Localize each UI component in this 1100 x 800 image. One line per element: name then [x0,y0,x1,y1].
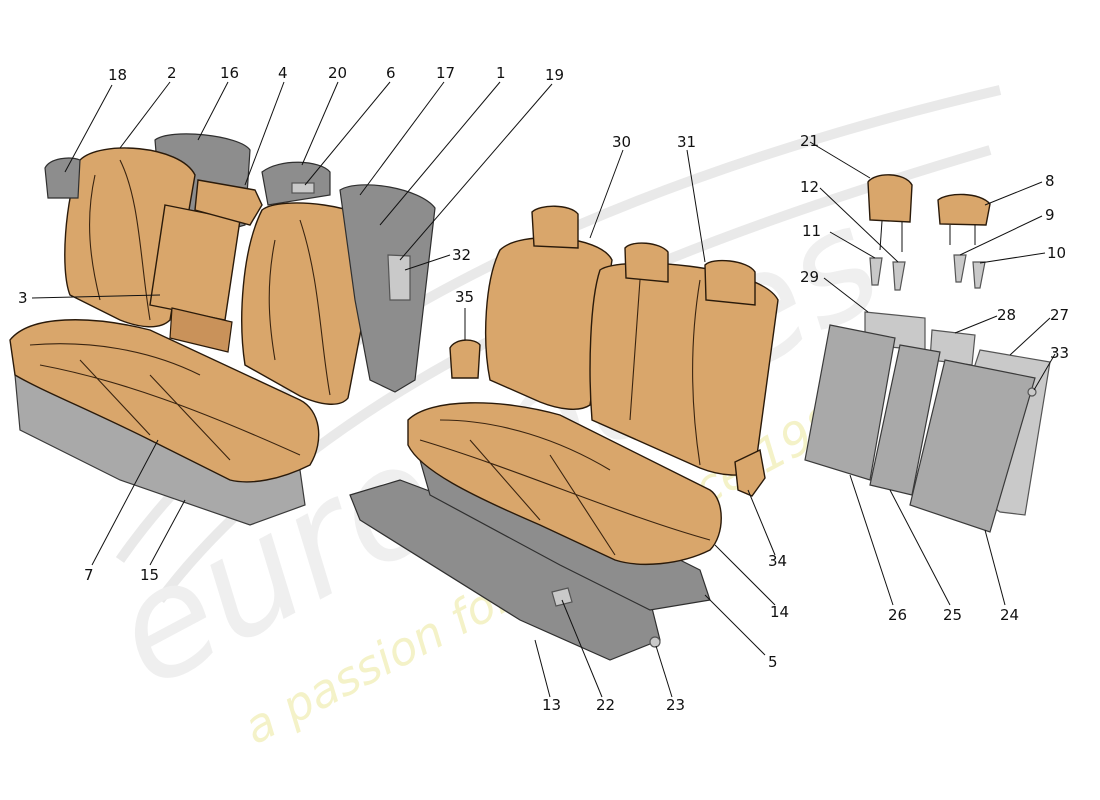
part-35-trim[interactable] [449,339,481,379]
part-32-release-handle[interactable] [387,254,411,301]
callout-10: 10 [1047,244,1066,262]
part-4-armrest-top[interactable] [194,179,263,226]
callout-13: 13 [542,696,561,714]
callout-4: 4 [278,64,288,82]
callout-18: 18 [108,66,127,84]
callout-24: 24 [1000,606,1019,624]
callout-19: 19 [545,66,564,84]
callout-8: 8 [1045,172,1055,190]
callout-22: 22 [596,696,615,714]
part-12-guide[interactable] [892,261,906,291]
callout-31: 31 [677,133,696,151]
callout-7: 7 [84,566,94,584]
part-26-mesh-panel[interactable] [804,324,896,481]
part-23-bolt[interactable] [649,636,661,648]
callout-17: 17 [436,64,455,82]
part-31-headrest-center[interactable] [624,242,669,283]
callout-34: 34 [768,552,787,570]
callout-27: 27 [1050,306,1069,324]
part-18-bracket[interactable] [44,157,81,199]
part-30-headrest-left[interactable] [531,205,579,249]
callout-9: 9 [1045,206,1055,224]
callout-5: 5 [768,653,778,671]
leader-lines [31,81,1056,698]
part-11-guide[interactable] [869,257,883,286]
part-7-seat-cushion[interactable] [9,319,320,483]
callout-23: 23 [666,696,685,714]
center-seat-assembly [349,205,779,661]
callout-1: 1 [496,64,506,82]
part-19-backrest-rear[interactable] [339,184,436,393]
part-9-guide[interactable] [953,254,967,283]
callout-14: 14 [770,603,789,621]
callout-32: 32 [452,246,471,264]
part-8-headrest[interactable] [937,193,991,226]
callout-21: 21 [800,132,819,150]
part-22-clip[interactable] [551,587,573,607]
callout-26: 26 [888,606,907,624]
part-1-backrest-cushion[interactable] [241,202,381,405]
callout-25: 25 [943,606,962,624]
callout-15: 15 [140,566,159,584]
part-3-armrest-base[interactable] [169,307,233,353]
part-34-side-trim[interactable] [734,448,766,497]
callout-12: 12 [800,178,819,196]
part-14-seat-cushion[interactable] [407,402,722,565]
callout-30: 30 [612,133,631,151]
part-6-latch[interactable] [291,182,315,194]
part-24-mesh-panel[interactable] [909,359,1036,533]
part-21-headrest[interactable] [867,174,913,223]
part-10-guide[interactable] [972,261,986,289]
callout-labels: 18 2 16 4 20 6 17 1 19 3 32 35 7 15 30 3… [18,64,1069,714]
callout-3: 3 [18,289,28,307]
callout-16: 16 [220,64,239,82]
callout-28: 28 [997,306,1016,324]
callout-29: 29 [800,268,819,286]
callout-2: 2 [167,64,177,82]
right-panel-assembly [804,174,1051,533]
part-3-armrest-panel[interactable] [149,204,241,321]
left-seat-assembly [9,133,481,526]
callout-6: 6 [386,64,396,82]
part-31-headrest-right[interactable] [704,259,756,306]
callout-20: 20 [328,64,347,82]
callout-35: 35 [455,288,474,306]
callout-33: 33 [1050,344,1069,362]
callout-11: 11 [802,222,821,240]
